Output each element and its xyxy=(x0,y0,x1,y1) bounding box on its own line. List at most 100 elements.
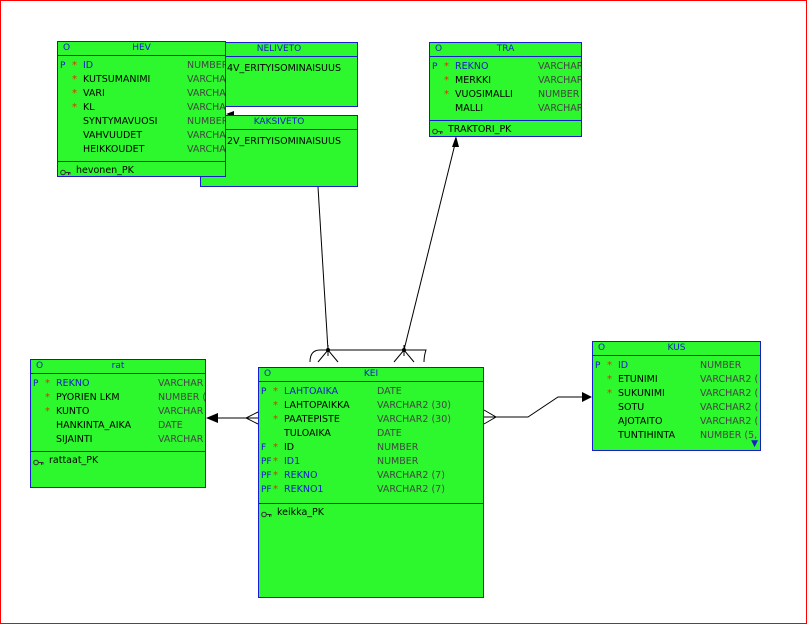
attribute-name: TUNTIHINTA xyxy=(618,430,676,441)
entity-prefix: O xyxy=(435,44,443,54)
attribute-row[interactable]: *VARIVARCHAR xyxy=(58,87,225,101)
mandatory-marker: * xyxy=(607,388,612,399)
entity-hev[interactable]: OHEVP*IDNUMBER*KUTSUMANIMIVARCHAR*VARIVA… xyxy=(57,41,226,177)
primary-key-name: hevonen_PK xyxy=(76,165,134,176)
attribute-type: VARCHAR xyxy=(538,103,582,114)
attribute-row[interactable]: *KLVARCHAR xyxy=(58,101,225,115)
attribute-type: VARCHAR xyxy=(187,88,226,99)
entity-title: KAKSIVETO xyxy=(253,117,305,127)
attribute-name: REKNO1 xyxy=(284,484,324,495)
entity-prefix: O xyxy=(598,343,606,353)
attribute-type: DATE xyxy=(377,428,402,439)
attribute-type: VARCHAR xyxy=(187,74,226,85)
attribute-name: PYORIEN LKM xyxy=(56,392,120,403)
attribute-type: VARCHAR2 ( xyxy=(700,416,759,427)
attribute-type: VARCHAR xyxy=(158,378,204,389)
attribute-type: NUMBER xyxy=(538,89,580,100)
mandatory-marker: * xyxy=(45,378,50,389)
crowfoot-kei-right xyxy=(483,409,497,425)
attribute-type: NUMBER xyxy=(187,116,226,127)
attribute-row[interactable]: P * REKNO VARCHAR xyxy=(31,377,205,391)
mandatory-marker: * xyxy=(72,74,77,85)
mandatory-marker: * xyxy=(72,88,77,99)
mandatory-marker: * xyxy=(273,470,278,481)
primary-key-row[interactable]: rattaat_PK xyxy=(31,454,205,468)
mandatory-marker: * xyxy=(607,360,612,371)
attribute-row[interactable]: VAHVUUDETVARCHAR xyxy=(58,129,225,143)
rel-kei-tra xyxy=(403,139,457,351)
rel-kei-kus xyxy=(484,396,588,418)
attribute-name: REKNO xyxy=(56,378,90,389)
primary-key-row[interactable]: keikka_PK xyxy=(259,506,483,520)
key-icon xyxy=(432,126,443,135)
attribute-name: HEIKKOUDET xyxy=(83,144,145,155)
scroll-down-icon[interactable]: ▼ xyxy=(751,439,758,449)
entity-title: KUS xyxy=(667,343,686,353)
mandatory-marker: * xyxy=(273,484,278,495)
attribute-name: KL xyxy=(83,102,95,113)
attribute-row[interactable]: HEIKKOUDETVARCHAR xyxy=(58,143,225,157)
attribute-type: VARCHAR2 ( xyxy=(700,374,759,385)
attribute-name: ID1 xyxy=(284,456,301,467)
attribute-type: VARCHAR2 (30) xyxy=(377,414,451,425)
key-marker: P xyxy=(33,379,39,389)
attribute-type: VARCHAR2 (7) xyxy=(377,484,445,495)
entity-title: rat xyxy=(111,361,125,371)
primary-key-row[interactable]: TRAKTORI_PK xyxy=(430,123,581,136)
attribute-name: LAHTOPAIKKA xyxy=(284,400,350,411)
attribute-type: NUMBER xyxy=(700,360,742,371)
attribute-name: SIJAINTI xyxy=(56,434,93,445)
entity-kaksiveto[interactable]: KAKSIVETO 2V_ERITYISOMINAISUUS xyxy=(200,115,358,187)
attribute-type: NUMBER xyxy=(377,442,419,453)
entity-neliveto[interactable]: NELIVETO 4V_ERITYISOMINAISUUS xyxy=(200,42,358,107)
mandatory-marker: * xyxy=(45,392,50,403)
entity-header: O KUS xyxy=(593,342,760,356)
attribute-type: VARCHAR xyxy=(187,102,226,113)
attribute-name: HANKINTA_AIKA xyxy=(56,420,132,431)
attribute-name: ID xyxy=(284,442,295,453)
mandatory-marker: * xyxy=(273,386,278,397)
attribute-name: ID xyxy=(83,60,94,71)
entity-divider xyxy=(430,120,581,121)
entity-title: HEV xyxy=(132,43,151,53)
key-marker: PF xyxy=(261,457,272,467)
attribute-type: VARCHAR2 ( xyxy=(700,388,759,399)
primary-key-row[interactable]: hevonen_PK xyxy=(58,164,225,176)
mandatory-marker: * xyxy=(72,60,77,71)
attribute-row[interactable]: *KUTSUMANIMIVARCHAR xyxy=(58,73,225,87)
entity-prefix: O xyxy=(264,369,272,379)
mandatory-marker: * xyxy=(45,406,50,417)
attribute-type: DATE xyxy=(377,386,402,397)
